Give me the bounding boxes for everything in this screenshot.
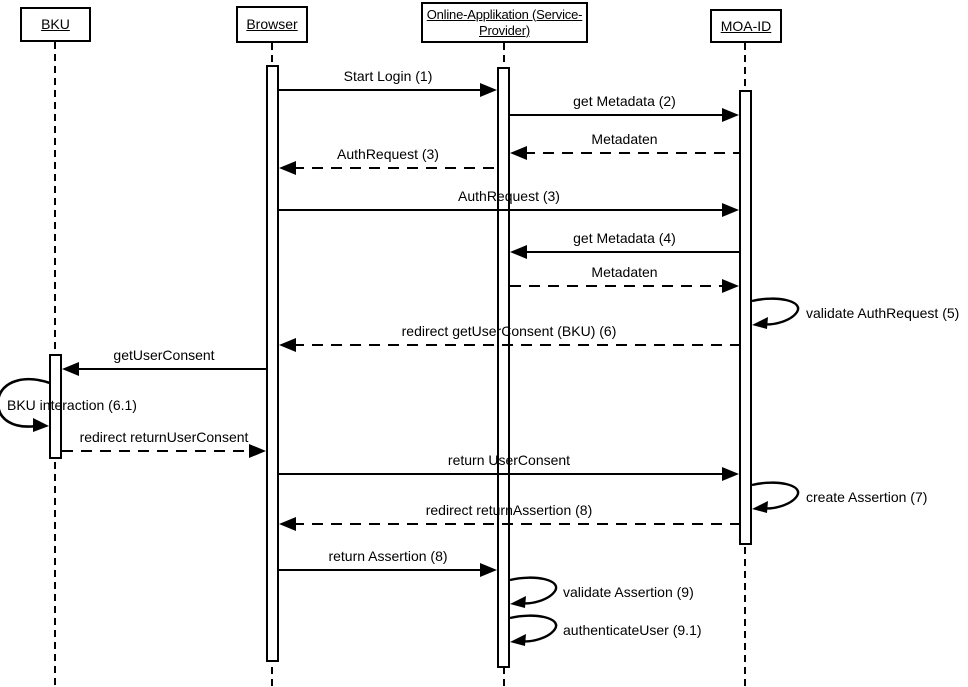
message-line — [279, 569, 485, 571]
activation-bar-service-provider — [497, 67, 510, 668]
actor-box-moa-id: MOA-ID — [710, 9, 782, 43]
arrowhead-right-icon — [722, 203, 739, 217]
activation-bar-moa-id — [739, 90, 752, 545]
message-line — [510, 285, 725, 287]
actor-box-service-provider: Online-Applikation (Service-Provider) — [421, 2, 588, 43]
actor-box-browser: Browser — [236, 6, 308, 43]
message-label: Metadaten — [591, 264, 658, 280]
message-line — [62, 450, 252, 452]
actor-label-bku: BKU — [41, 16, 70, 32]
message-line — [279, 89, 485, 91]
arrowhead-right-icon — [722, 108, 739, 122]
actor-label-moa-id: MOA-ID — [720, 17, 772, 34]
arrowhead-left-icon — [510, 146, 527, 160]
message-line — [293, 344, 739, 346]
message-return-userconsent: return UserConsent — [279, 452, 739, 482]
message-metadaten-return-1: Metadaten — [510, 131, 739, 161]
arrowhead-right-icon — [722, 467, 739, 481]
message-return-assertion-8: return Assertion (8) — [279, 548, 497, 578]
message-label: AuthRequest (3) — [458, 188, 560, 204]
arrowhead-left-icon — [279, 338, 296, 352]
message-label: get Metadata (4) — [573, 230, 676, 246]
arrowhead-right-icon — [722, 279, 739, 293]
arrowhead-right-icon — [480, 83, 497, 97]
arrowhead-left-icon — [62, 362, 79, 376]
arrowhead-right-icon — [480, 563, 497, 577]
arrowhead-right-icon — [249, 444, 266, 458]
arrowhead-left-icon — [279, 161, 296, 175]
arrowhead-left-icon — [279, 517, 296, 531]
message-line — [279, 473, 727, 475]
self-loop-validate-assertion — [509, 576, 558, 608]
message-label: AuthRequest (3) — [337, 146, 439, 162]
self-loop-create-assertion — [751, 481, 800, 513]
message-get-metadata-2: get Metadata (2) — [510, 93, 739, 123]
message-line — [293, 523, 739, 525]
message-redirect-returnassertion-8: redirect returnAssertion (8) — [279, 502, 739, 532]
self-message-label-validate-authrequest: validate AuthRequest (5) — [806, 305, 960, 321]
message-label: Start Login (1) — [343, 68, 433, 84]
self-loop-validate-authrequest — [751, 297, 800, 329]
activation-bar-bku — [49, 354, 62, 459]
message-label: return Assertion (8) — [328, 548, 448, 564]
self-message-label-bku-interaction: BKU interaction (6.1) — [7, 397, 137, 413]
message-line — [74, 368, 266, 370]
message-redirect-getuserconsent-6: redirect getUserConsent (BKU) (6) — [279, 323, 739, 353]
message-label: getUserConsent — [113, 347, 215, 363]
message-line — [524, 152, 739, 154]
actor-label-browser: Browser — [246, 16, 298, 32]
message-line — [522, 251, 739, 253]
message-label: return UserConsent — [447, 452, 571, 468]
message-label: Metadaten — [591, 131, 658, 147]
message-label: redirect returnAssertion (8) — [425, 502, 593, 518]
self-loop-authenticate-user — [509, 614, 558, 646]
message-authrequest-3-to-browser: AuthRequest (3) — [279, 146, 497, 176]
message-line — [279, 209, 727, 211]
actor-label-service-provider: Online-Applikation (Service-Provider) — [426, 6, 583, 38]
message-line — [510, 114, 727, 116]
message-getuserconsent: getUserConsent — [62, 347, 266, 377]
message-authrequest-3-to-moa: AuthRequest (3) — [279, 188, 739, 218]
message-start-login-1: Start Login (1) — [279, 68, 497, 98]
activation-bar-browser — [266, 65, 279, 662]
message-label: redirect returnUserConsent — [79, 429, 249, 445]
self-message-label-authenticate-user: authenticateUser (9.1) — [563, 622, 702, 638]
message-label: get Metadata (2) — [573, 93, 676, 109]
message-label: redirect getUserConsent (BKU) (6) — [401, 323, 617, 339]
message-line — [293, 167, 497, 169]
arrowhead-left-icon — [510, 245, 527, 259]
self-loop-bku-interaction — [0, 378, 51, 432]
message-metadaten-return-2: Metadaten — [510, 264, 739, 294]
self-message-label-create-assertion: create Assertion (7) — [806, 489, 928, 505]
message-get-metadata-4: get Metadata (4) — [510, 230, 739, 260]
message-redirect-returnuserconsent: redirect returnUserConsent — [62, 429, 266, 459]
actor-box-bku: BKU — [20, 7, 91, 42]
self-message-label-validate-assertion: validate Assertion (9) — [563, 584, 694, 600]
